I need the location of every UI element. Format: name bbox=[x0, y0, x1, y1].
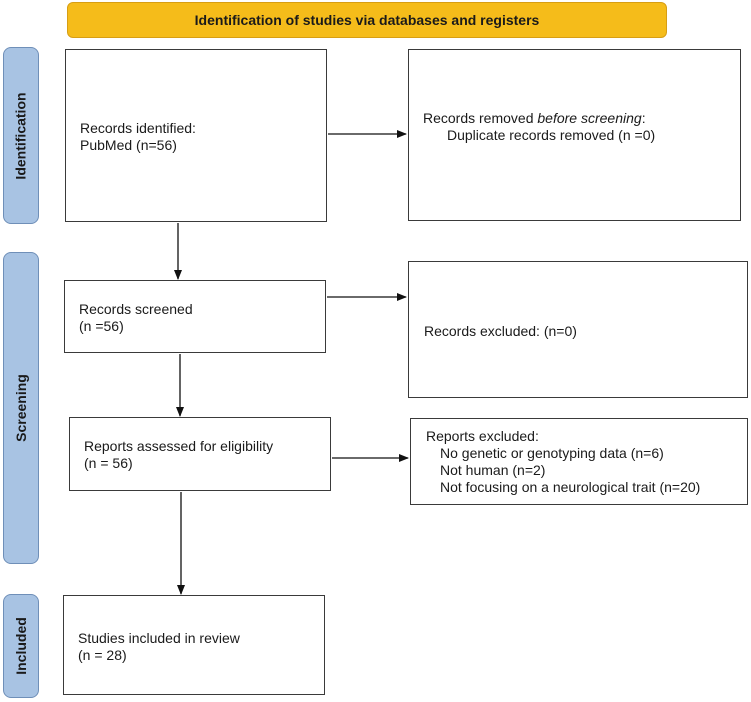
duplicate-records-removed: Duplicate records removed (n =0) bbox=[447, 127, 656, 143]
records-identified-source: PubMed (n=56) bbox=[80, 137, 177, 153]
records-excluded-label: Records excluded: (n=0) bbox=[424, 323, 577, 339]
records-screened-label: Records screened bbox=[79, 301, 193, 317]
records-screened-box: Records screened (n =56) bbox=[64, 280, 326, 353]
reports-excluded-reason: No genetic or genotyping data (n=6) bbox=[440, 445, 664, 461]
studies-included-count: (n = 28) bbox=[78, 647, 127, 663]
header-title: Identification of studies via databases … bbox=[194, 12, 540, 28]
reports-excluded-box: Reports excluded: No genetic or genotypi… bbox=[410, 418, 748, 505]
reports-excluded-title: Reports excluded: bbox=[426, 428, 539, 444]
reports-excluded-reason: Not focusing on a neurological trait (n=… bbox=[440, 479, 701, 495]
studies-included-box: Studies included in review (n = 28) bbox=[63, 595, 325, 695]
records-identified-label: Records identified: bbox=[80, 120, 196, 136]
reports-assessed-count: (n = 56) bbox=[84, 455, 133, 471]
reports-assessed-box: Reports assessed for eligibility (n = 56… bbox=[69, 417, 331, 491]
records-excluded-box: Records excluded: (n=0) bbox=[408, 261, 748, 398]
reports-assessed-label: Reports assessed for eligibility bbox=[84, 438, 274, 454]
records-removed-prefix: Records removed bbox=[423, 110, 538, 126]
stage-included: Included bbox=[3, 594, 39, 698]
records-removed-box: Records removed before screening: Duplic… bbox=[408, 49, 741, 221]
header-banner: Identification of studies via databases … bbox=[67, 2, 667, 38]
studies-included-label: Studies included in review bbox=[78, 630, 240, 646]
reports-excluded-reason: Not human (n=2) bbox=[440, 462, 546, 478]
records-removed-emphasis: before screening bbox=[537, 110, 642, 126]
records-screened-count: (n =56) bbox=[79, 318, 124, 334]
stage-identification: Identification bbox=[3, 47, 39, 224]
records-removed-title: Records removed before screening: bbox=[423, 110, 740, 127]
records-identified-box: Records identified: PubMed (n=56) bbox=[65, 49, 327, 222]
stage-screening: Screening bbox=[3, 252, 39, 564]
records-removed-suffix: : bbox=[641, 110, 646, 126]
